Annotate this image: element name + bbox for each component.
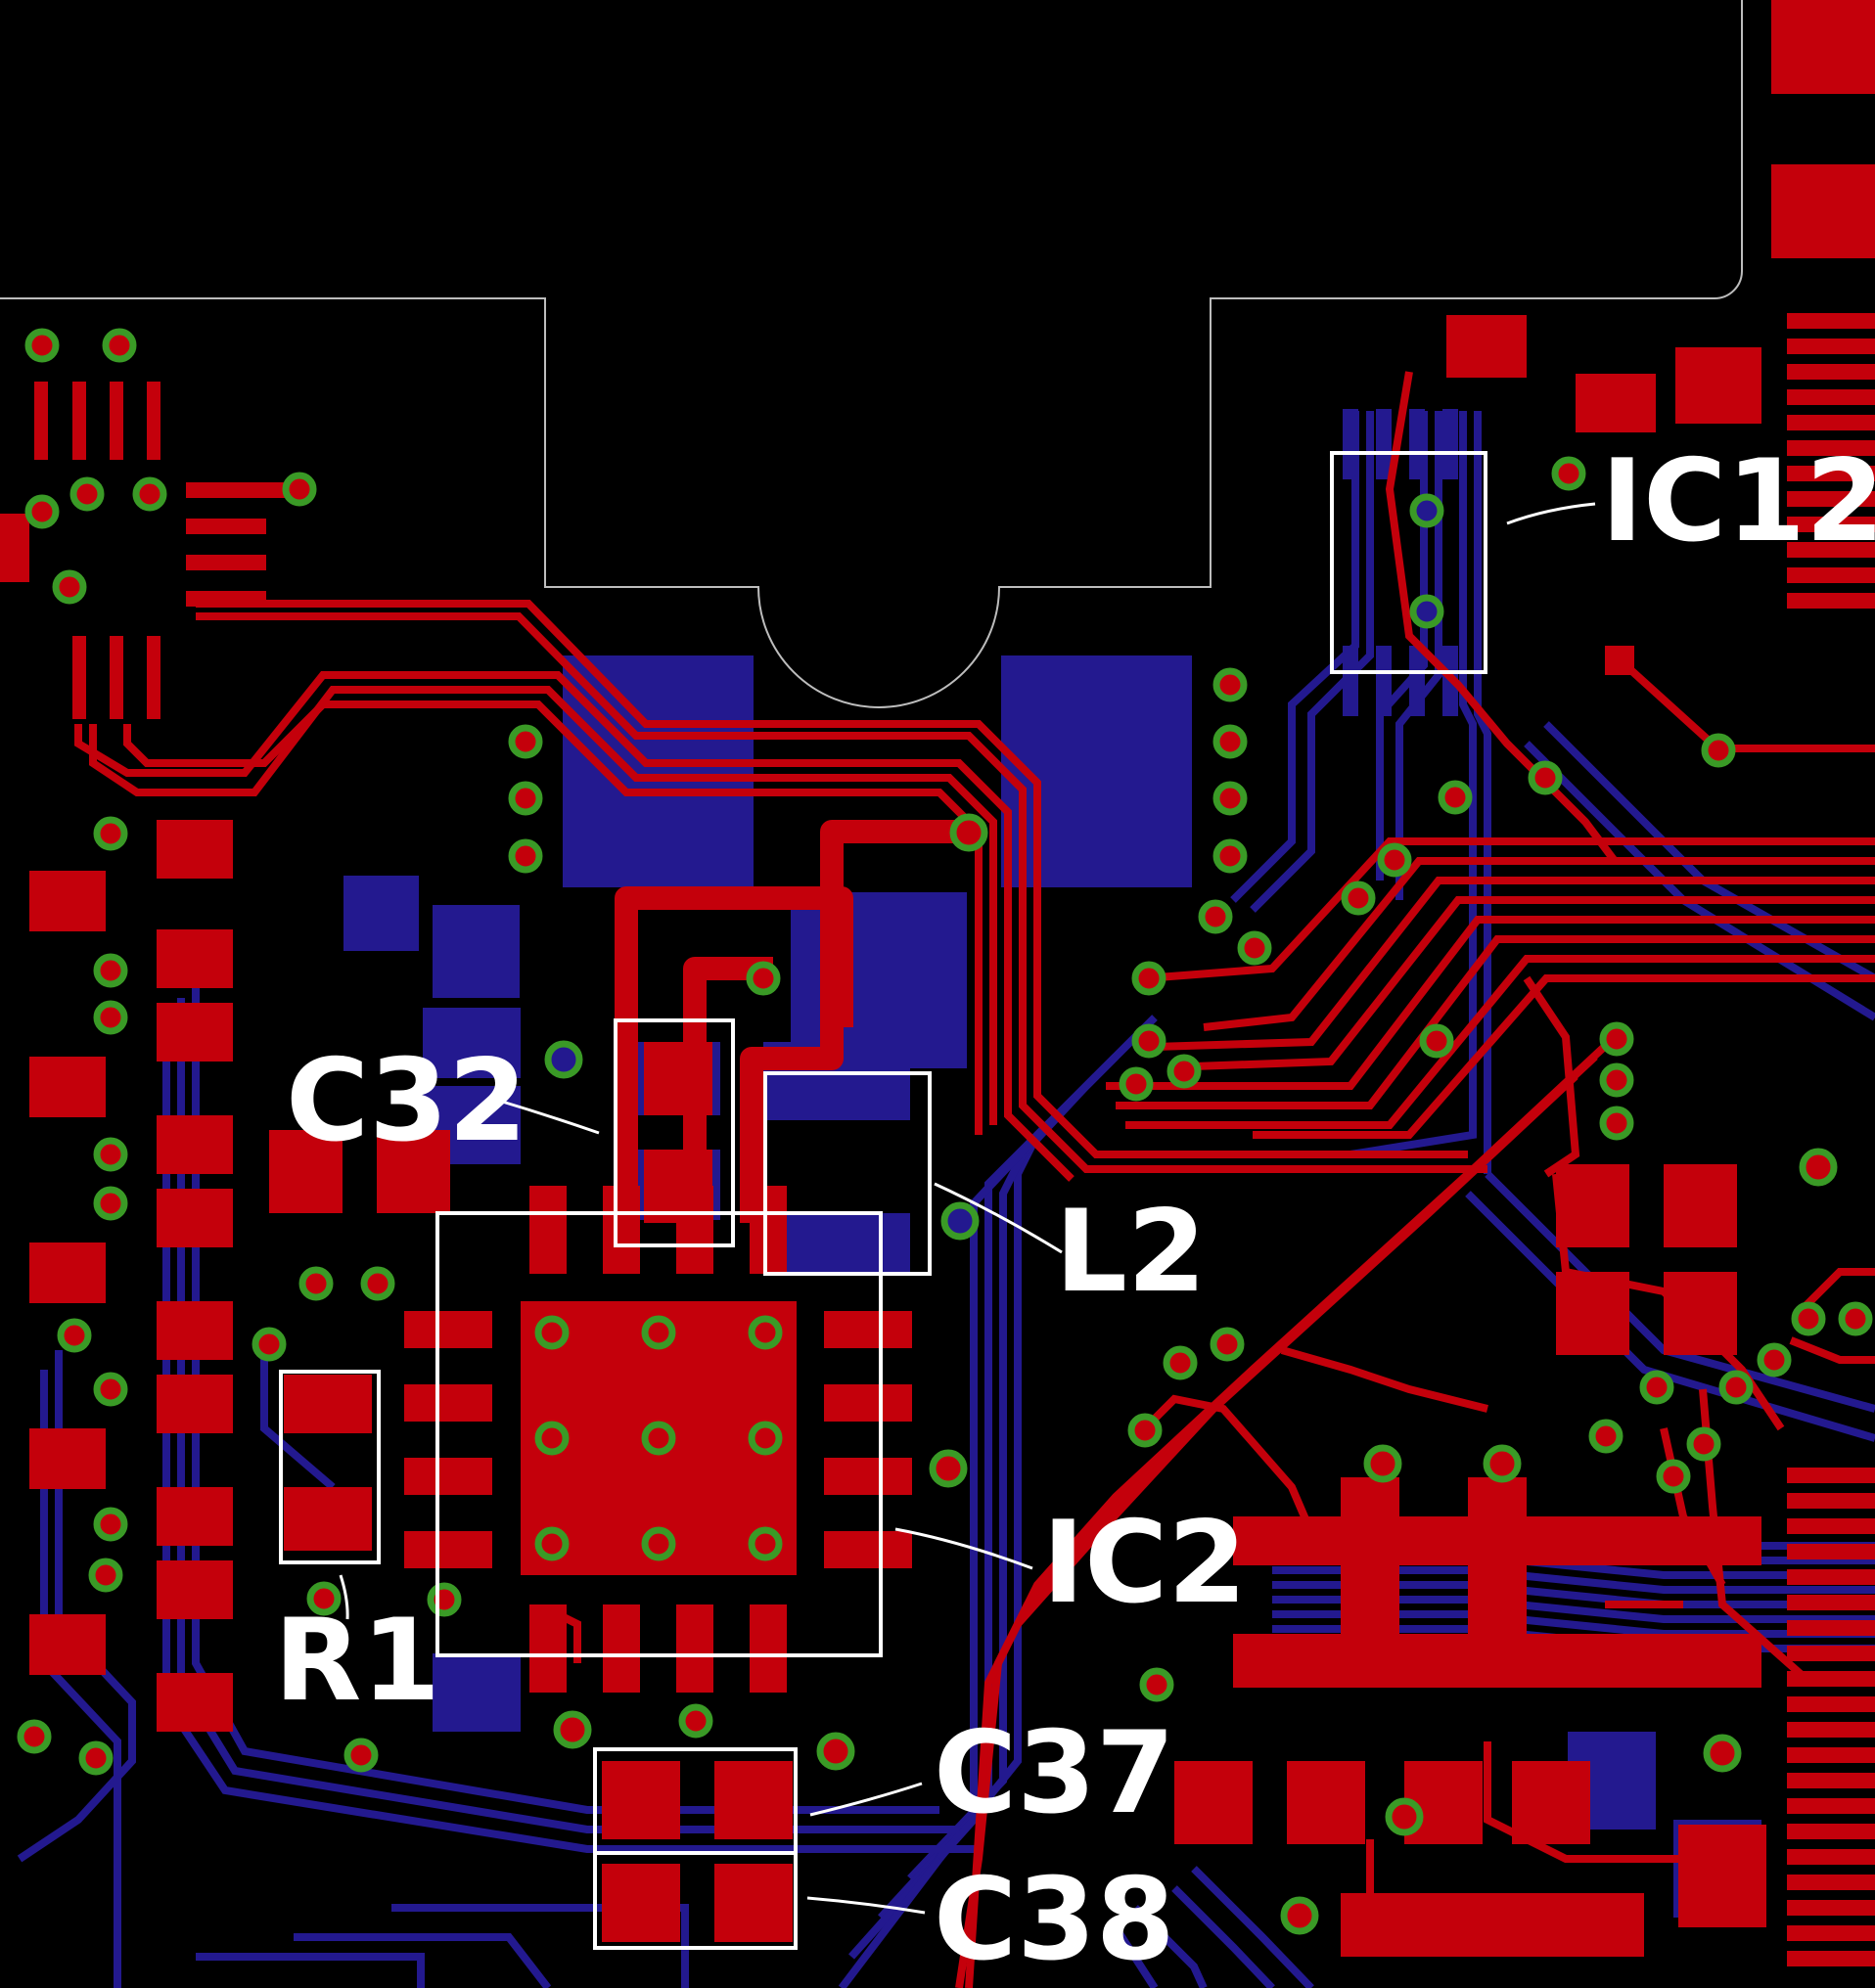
ic2-outline — [435, 1211, 883, 1657]
vias — [17, 328, 1873, 1935]
right-edge-connector — [1787, 313, 1875, 1966]
label-r1: R1 — [274, 1595, 441, 1727]
c32-outline — [614, 1018, 735, 1247]
board-outline — [0, 0, 1743, 708]
bottom-copper-layer — [343, 655, 1761, 1918]
ic12-outline — [1330, 451, 1487, 674]
top-power-traces — [615, 820, 969, 1228]
r1-outline — [279, 1370, 381, 1564]
label-c37: C37 — [934, 1707, 1175, 1839]
label-ic2: IC2 — [1042, 1497, 1248, 1629]
l2-outline — [763, 1071, 932, 1276]
bottom-ic12-pins — [1343, 409, 1458, 716]
label-l2: L2 — [1055, 1186, 1207, 1318]
label-c32: C32 — [286, 1035, 527, 1167]
silkscreen — [279, 451, 1596, 1950]
label-ic12: IC12 — [1601, 435, 1875, 567]
label-c38: C38 — [934, 1854, 1175, 1986]
c38-outline — [593, 1851, 798, 1950]
